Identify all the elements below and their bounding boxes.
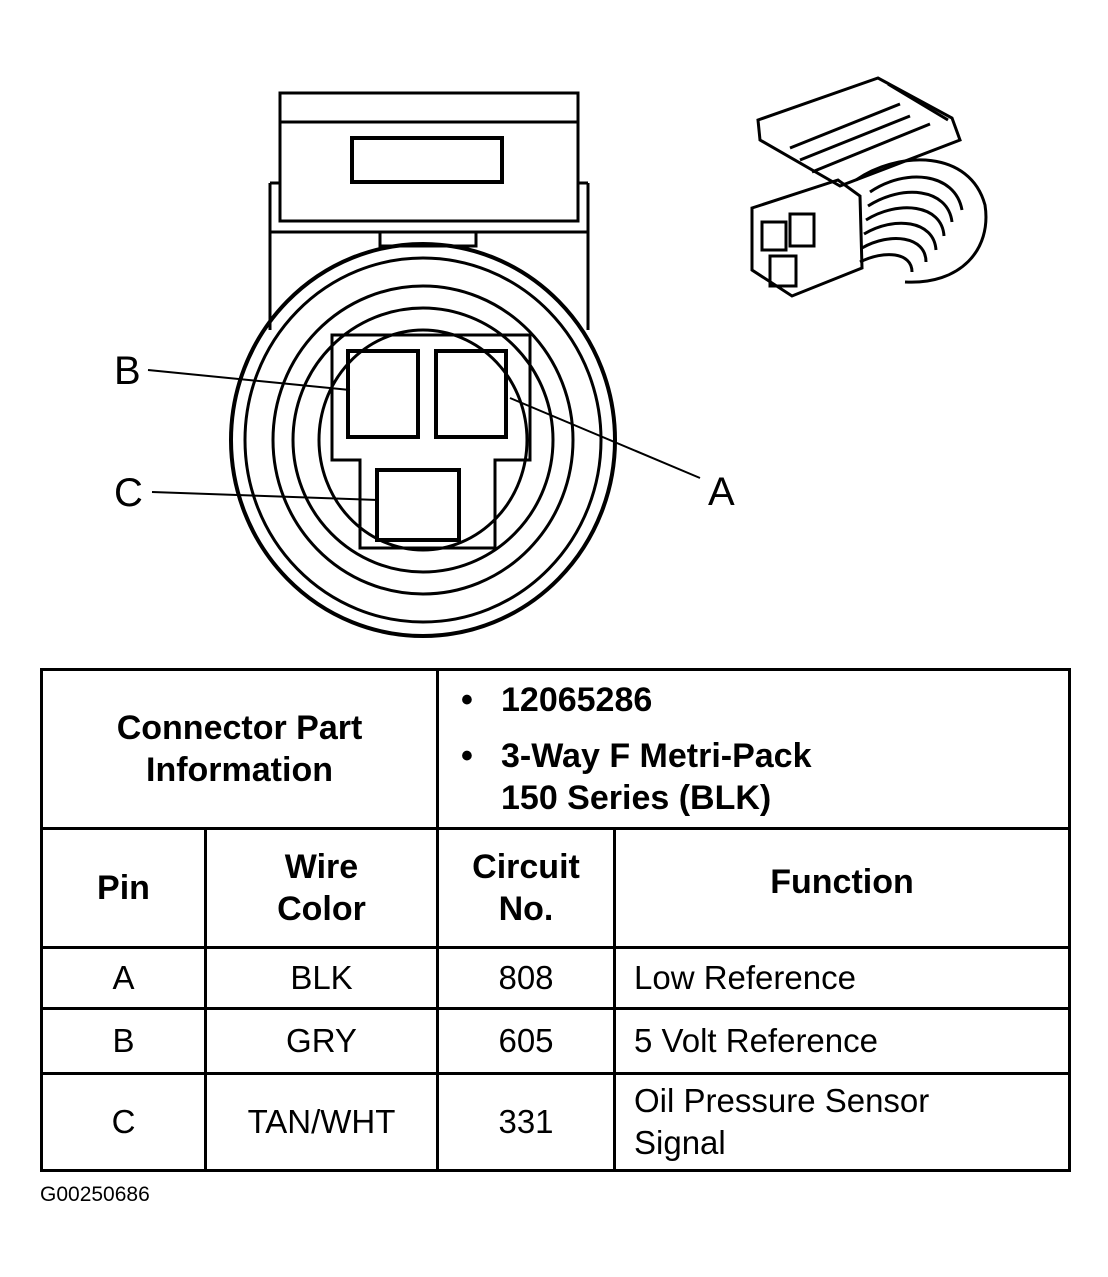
function-cell: Oil Pressure Sensor Signal [613,1072,1071,1172]
pin-cell: C [40,1072,207,1172]
column-header-circuit: Circuit No. [436,827,616,949]
function-line2: Signal [634,1124,726,1161]
column-header-circuit-line2: No. [498,890,554,928]
connector-face-view [147,91,701,638]
column-header-circuit-line1: Circuit [472,848,580,886]
bullet-icon: • [461,737,473,775]
column-header-wire-color: Wire Color [204,827,439,949]
circuit-cell: 331 [436,1072,616,1172]
connector-description-line2: 150 Series (BLK) [501,779,772,817]
column-header-row: Pin Wire Color Circuit No. Function [40,827,1071,949]
column-header-wire-color-line2: Color [277,890,366,928]
pin-c-label: C [114,471,143,515]
connector-pinout-table: Connector Part Information • 12065286 • … [40,668,1071,1172]
connector-description-line1: 3-Way F Metri-Pack [501,737,812,775]
column-header-wire-color-line1: Wire [284,848,359,886]
bullet-icon: • [461,681,473,719]
connector-info-label: Connector Part Information [40,668,439,830]
column-header-pin-text: Pin [97,869,150,907]
wire-color-cell: BLK [204,946,439,1010]
function-line1: Oil Pressure Sensor [634,1082,930,1119]
connector-info-label-line1: Connector Part [116,709,363,747]
table-row: B GRY 605 5 Volt Reference [40,1007,1071,1075]
connector-info-value: • 12065286 • 3-Way F Metri-Pack 150 Seri… [436,668,1071,830]
wire-color-cell: GRY [204,1007,439,1075]
function-cell: 5 Volt Reference [613,1007,1071,1075]
function-cell: Low Reference [613,946,1071,1010]
pin-cell: B [40,1007,207,1075]
part-number: 12065286 [501,681,653,719]
pin-cell: A [40,946,207,1010]
pin-b-label: B [114,349,141,393]
function-line1: Low Reference [634,959,856,996]
part-number-item: • 12065286 [461,679,1068,721]
figure-id: G00250686 [40,1183,150,1206]
table-row: C TAN/WHT 331 Oil Pressure Sensor Signal [40,1072,1071,1172]
connector-isometric-view [750,76,988,298]
column-header-pin: Pin [40,827,207,949]
connector-info-row: Connector Part Information • 12065286 • … [40,668,1071,830]
connector-diagram: B A C [114,76,988,638]
wire-color-cell: TAN/WHT [204,1072,439,1172]
column-header-function-text: Function [770,863,914,901]
table-row: A BLK 808 Low Reference [40,946,1071,1010]
circuit-cell: 808 [436,946,616,1010]
circuit-cell: 605 [436,1007,616,1075]
column-header-function: Function [613,827,1071,949]
connector-info-label-line2: Information [146,751,333,789]
function-line1: 5 Volt Reference [634,1022,878,1059]
pin-a-label: A [708,470,735,514]
connector-description-item: • 3-Way F Metri-Pack 150 Series (BLK) [461,735,1068,819]
